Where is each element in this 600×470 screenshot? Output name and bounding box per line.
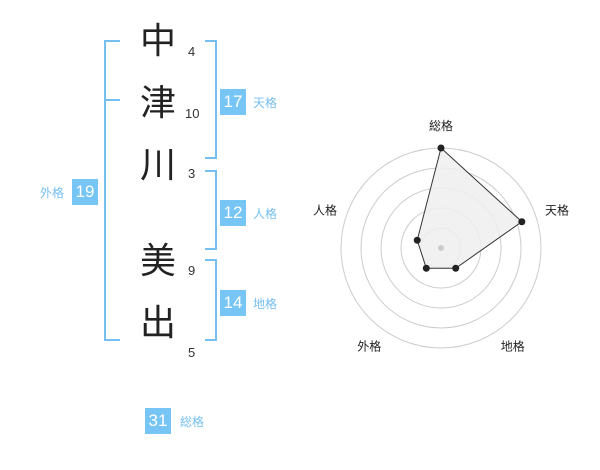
radar-axis-label-4: 外格 (357, 339, 381, 354)
radar-center-dot (438, 245, 444, 251)
chikaku-bracket-vertical (215, 259, 217, 341)
gaikaku-bracket-bottom (104, 339, 120, 341)
gaikaku-value-badge: 19 (72, 179, 98, 205)
gaikaku-bracket-vertical (104, 40, 106, 341)
gaikaku-label: 外格 (40, 186, 65, 200)
name-char-5: 出 (139, 303, 176, 344)
tenkaku-bracket-top (205, 40, 217, 42)
name-char-2: 津 (139, 83, 176, 124)
stroke-count-2: 10 (185, 106, 200, 121)
jinkaku-bracket-vertical (215, 170, 217, 250)
radar-data-polygon (416, 147, 523, 269)
stroke-count-3: 3 (188, 166, 196, 181)
jinkaku-label: 人格 (253, 207, 278, 221)
chikaku-bracket-bottom (205, 339, 217, 341)
radar-axis-label-1: 総格 (429, 118, 453, 133)
tenkaku-value-badge: 17 (220, 89, 246, 115)
radar-point-4 (422, 264, 430, 272)
radar-axis-label-2: 天格 (545, 202, 569, 217)
chikaku-label: 地格 (253, 297, 278, 311)
radar-point-1 (437, 144, 445, 152)
tenkaku-label: 天格 (253, 96, 278, 110)
soukaku-label: 総格 (180, 415, 205, 429)
stroke-count-1: 4 (188, 44, 196, 59)
gaikaku-bracket-top (104, 40, 120, 42)
radar-axis-label-5: 人格 (313, 202, 337, 217)
tenkaku-bracket-bottom (205, 157, 217, 159)
name-char-1: 中 (139, 21, 176, 62)
radar-point-3 (452, 264, 460, 272)
radar-axis-label-3: 地格 (501, 339, 525, 354)
name-char-4: 美 (139, 241, 176, 282)
stroke-count-5: 5 (188, 345, 196, 360)
jinkaku-bracket-bottom (205, 248, 217, 250)
chikaku-value-badge: 14 (220, 290, 246, 316)
tenkaku-bracket-vertical (215, 40, 217, 159)
gaikaku-bracket-mid (104, 99, 120, 101)
stroke-count-4: 9 (188, 263, 196, 278)
jinkaku-bracket-top (205, 170, 217, 172)
jinkaku-value-badge: 12 (220, 200, 246, 226)
radar-point-2 (518, 218, 526, 226)
soukaku-value-badge: 31 (145, 408, 171, 434)
name-char-3: 川 (139, 145, 176, 186)
chikaku-bracket-top (205, 259, 217, 261)
radar-point-5 (413, 236, 421, 244)
